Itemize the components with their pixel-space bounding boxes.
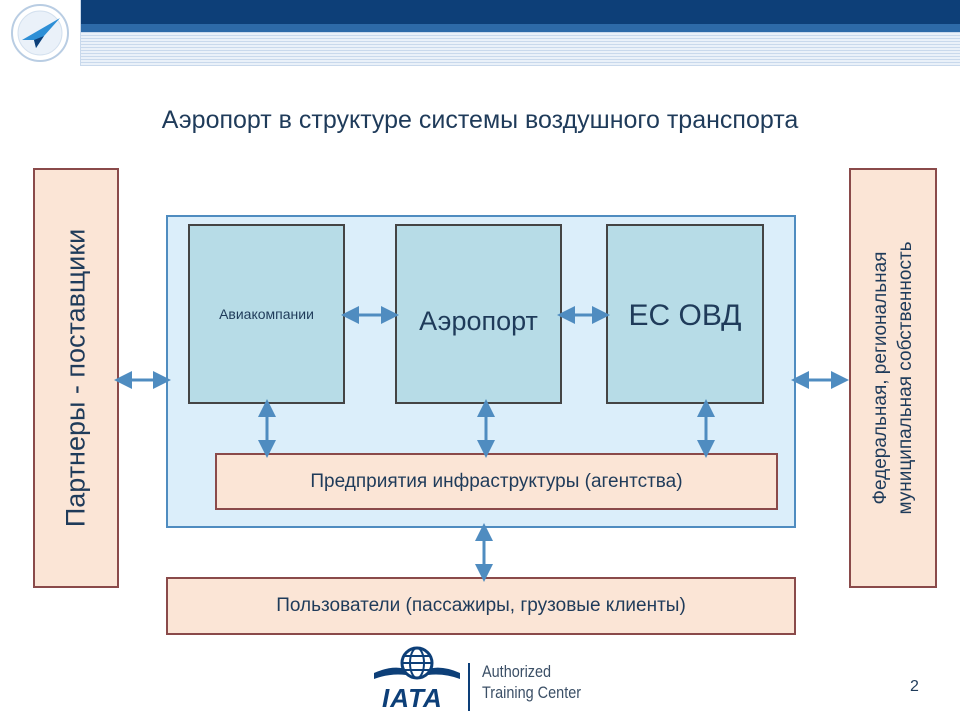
ownership-panel: Федеральная, региональная муниципальная … xyxy=(849,168,937,588)
ec-ovd-label: ЕС ОВД xyxy=(628,299,742,332)
header-band xyxy=(80,0,960,66)
airlines-label: Авиакомпании xyxy=(219,306,314,322)
users-box: Пользователи (пассажиры, грузовые клиент… xyxy=(166,577,796,635)
infrastructure-box: Предприятия инфраструктуры (агентства) xyxy=(215,453,778,510)
header-light-stripe xyxy=(80,32,960,66)
header-mid-stripe xyxy=(80,24,960,32)
iata-wordmark: IATA xyxy=(382,683,443,713)
partners-panel: Партнеры - поставщики xyxy=(33,168,119,588)
atc-line-2: Training Center xyxy=(482,683,582,702)
ownership-line-2: муниципальная собственность xyxy=(895,241,916,515)
atc-line-1: Authorized xyxy=(482,662,552,681)
page-number: 2 xyxy=(910,678,919,695)
airport-box: Аэропорт xyxy=(395,224,562,404)
logo-divider xyxy=(468,663,470,711)
corner-logo xyxy=(0,0,81,66)
airport-label: Аэропорт xyxy=(419,306,538,336)
iata-atc-logo: IATA Authorized Training Center xyxy=(372,645,602,715)
atc-wordmark: Authorized Training Center xyxy=(482,661,581,703)
partners-label: Партнеры - поставщики xyxy=(60,228,91,528)
slide-title: Аэропорт в структуре системы воздушного … xyxy=(161,106,799,134)
header-dark-stripe xyxy=(80,0,960,24)
ec-ovd-box: ЕС ОВД xyxy=(606,224,764,404)
plane-logo-icon xyxy=(11,4,69,62)
airlines-box: Авиакомпании xyxy=(188,224,345,404)
iata-globe-icon xyxy=(374,646,460,680)
ownership-line-1: Федеральная, региональная xyxy=(870,251,891,505)
ownership-label: Федеральная, региональная муниципальная … xyxy=(868,241,918,514)
